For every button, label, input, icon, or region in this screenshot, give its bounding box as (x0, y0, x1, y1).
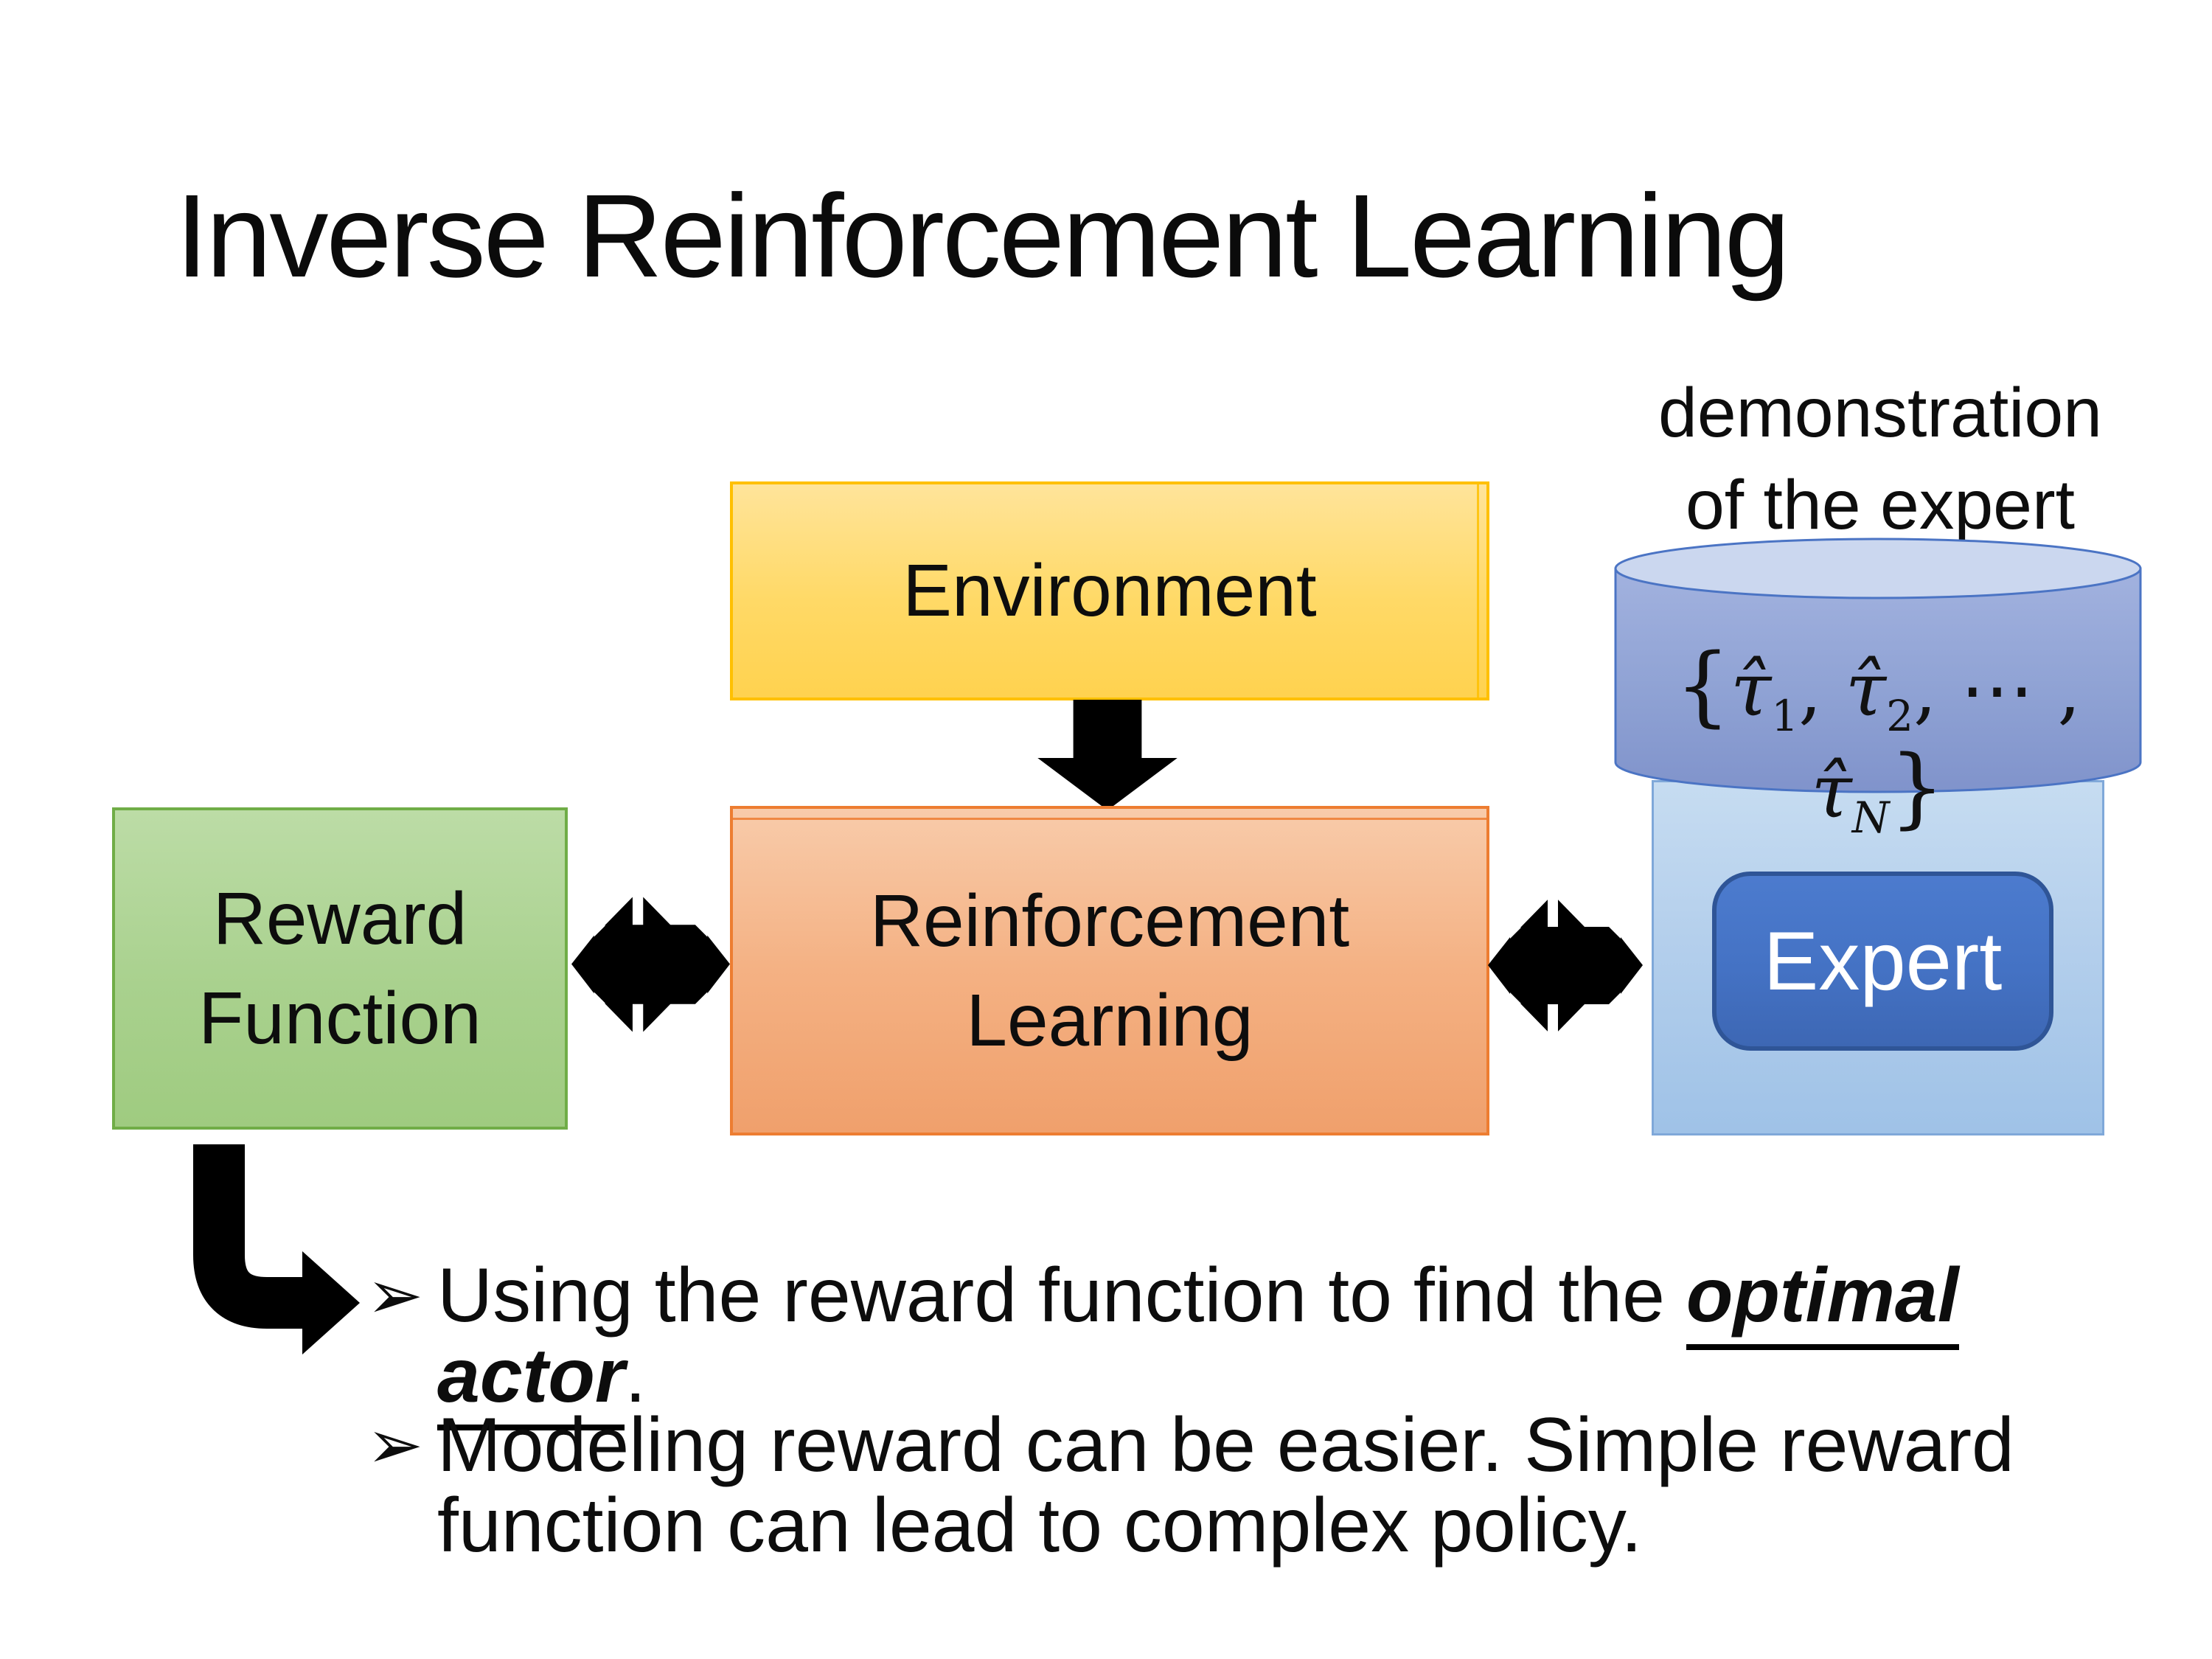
bullet-item-1: ➢ Using the reward function to find the … (366, 1253, 2136, 1431)
rl-box-line-2: Learning (966, 978, 1253, 1062)
formula-close-brace: } (1889, 736, 1945, 838)
formula-sub-2: 2 (1886, 691, 1913, 741)
bullet-2-line-2: function can lead to complex policy. (437, 1483, 1643, 1569)
annotation-line-2: of the expert (1685, 466, 2076, 545)
bullet-1-post: . (625, 1333, 647, 1419)
trajectory-set-formula: {τ̂1, τ̂2, ⋯ , τ̂N} (1614, 634, 2142, 839)
formula-tau-n: τ̂ (1811, 748, 1852, 835)
bullet-item-2: ➢ Modeling reward can be easier. Simple … (366, 1405, 2062, 1566)
annotation-line-1: demonstration (1658, 374, 2102, 452)
formula-sub-1: 1 (1771, 691, 1799, 741)
reward-box-line-2: Function (198, 976, 481, 1060)
down-block-arrow-icon (1037, 700, 1178, 810)
bullet-arrowhead-icon: ➢ (366, 1256, 424, 1335)
bullet-arrowhead-icon: ➢ (366, 1405, 424, 1484)
double-arrow-left-svg (571, 887, 730, 1042)
formula-tau-2: τ̂ (1845, 647, 1887, 733)
bullet-2-line-1: Modeling reward can be easier. Simple re… (437, 1402, 2014, 1488)
reward-box-line-1: Reward (212, 877, 467, 960)
formula-sub-n: N (1851, 793, 1890, 843)
formula-comma-1: , (1798, 647, 1846, 733)
demonstration-annotation: demonstration of the expert (1585, 367, 2175, 552)
expert-box-label: Expert (1763, 915, 2003, 1007)
double-arrow-left-icon (571, 887, 730, 1042)
bullet-1-pre: Using the reward function to find the (437, 1253, 1686, 1338)
reward-function-box: Reward Function (112, 807, 568, 1130)
formula-tau-1: τ̂ (1730, 647, 1772, 733)
page-title: Inverse Reinforcement Learning (175, 170, 1790, 302)
elbow-arrow-icon (193, 1144, 370, 1380)
double-arrow-right-svg (1488, 890, 1643, 1041)
bullet-1-text: Using the reward function to find the op… (437, 1253, 2136, 1431)
environment-box: Environment (730, 481, 1489, 700)
environment-box-label: Environment (902, 549, 1317, 632)
double-arrow-right-icon (1488, 889, 1643, 1042)
down-block-arrow-svg (1037, 700, 1178, 810)
rl-box-line-1: Reinforcement (869, 879, 1350, 962)
bullet-2-text: Modeling reward can be easier. Simple re… (437, 1405, 2014, 1566)
elbow-arrow-svg (193, 1144, 360, 1354)
bullet-1-emphasis: optimal actor (437, 1253, 1959, 1431)
formula-dots: , ⋯ , (1913, 647, 2081, 733)
database-cylinder-svg (1614, 538, 2142, 793)
expert-box: Expert (1712, 872, 2053, 1051)
database-cylinder-icon (1614, 538, 2142, 796)
formula-open-brace: { (1674, 634, 1731, 736)
reinforcement-learning-box: Reinforcement Learning (730, 806, 1489, 1135)
